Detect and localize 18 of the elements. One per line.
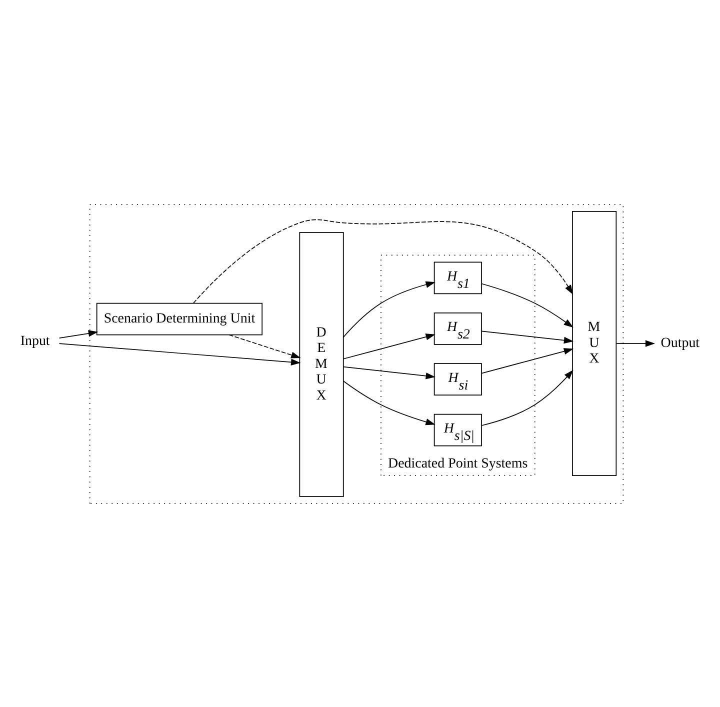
arrow [342, 280, 436, 338]
arrow [228, 334, 301, 358]
arrow [58, 330, 98, 338]
node-box: M U X [572, 210, 617, 476]
node-text: Input [20, 334, 50, 349]
arrow [192, 218, 574, 304]
node-text: Output [660, 335, 700, 350]
arrow [481, 369, 574, 426]
arrow [58, 342, 301, 365]
arrow [616, 340, 656, 346]
arrow [481, 348, 574, 374]
arrow [481, 282, 574, 328]
node-box: D E M U X [299, 232, 344, 496]
arrow [343, 380, 436, 425]
arrow [343, 366, 436, 379]
node-box: Scenario Determining Unit [96, 302, 263, 335]
arrow [343, 333, 436, 359]
arrow [481, 330, 574, 344]
